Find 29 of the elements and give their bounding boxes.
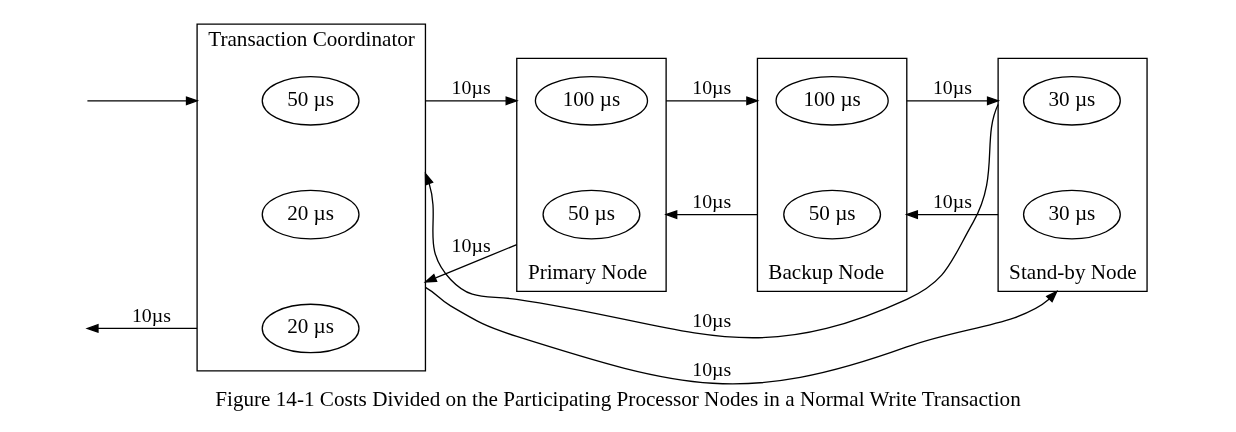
edge-label: 10µs (932, 190, 972, 213)
arrow (906, 96, 1001, 106)
edge-label: 10µs (451, 76, 491, 99)
arrow (424, 286, 1059, 385)
arrow (424, 103, 999, 339)
arrow (665, 96, 760, 106)
node-ellipse: 20 µs (261, 189, 360, 240)
edge-label: 10µs (451, 233, 491, 256)
node-ellipse: 20 µs (261, 303, 360, 354)
edge-label: 10µs (692, 309, 732, 332)
arrow (85, 323, 198, 334)
edge-label: 10µs (932, 76, 972, 99)
node-ellipse: 50 µs (542, 189, 641, 240)
arrow (424, 96, 519, 106)
arrow (86, 96, 200, 106)
edge-label: 10µs (692, 76, 732, 99)
caption: Figure 14-1 Costs Divided on the Participating Processor Nodes in a Normal Write Transaction (215, 387, 1021, 412)
arrow (904, 210, 999, 220)
node-ellipse: 30 µs (1022, 75, 1121, 126)
arrow (664, 210, 759, 220)
node-ellipse: 100 µs (534, 75, 649, 126)
edge-label: 10µs (692, 358, 732, 381)
edge-label: 10µs (131, 303, 171, 326)
node-ellipse: 30 µs (1022, 189, 1121, 240)
node-ellipse: 50 µs (783, 189, 882, 240)
edge-label: 10µs (692, 190, 732, 213)
arrow (423, 244, 518, 283)
node-ellipse: 100 µs (775, 75, 889, 126)
node-ellipse: 50 µs (261, 75, 360, 126)
